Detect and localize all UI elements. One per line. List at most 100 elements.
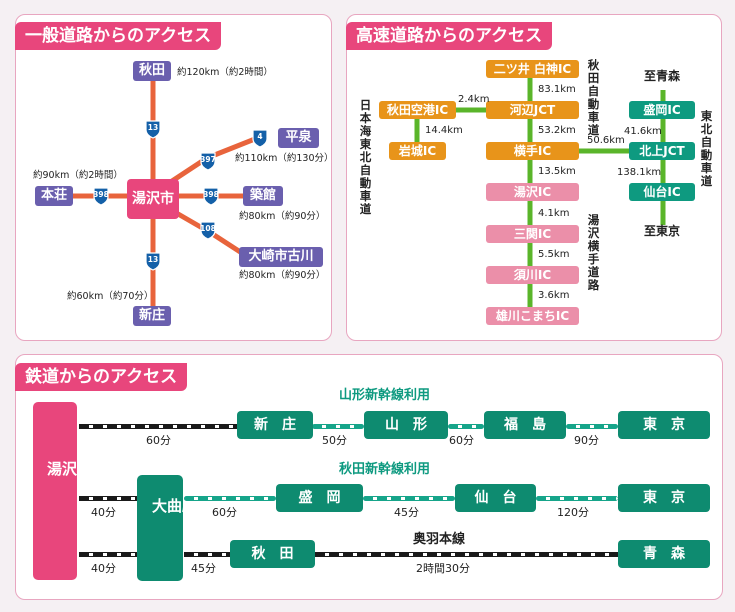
dist-morioka-kitakami: 41.6km (624, 126, 662, 137)
ic-sanseki: 三関IC (486, 225, 579, 243)
station-omagari-label: 大曲駅 (152, 497, 183, 515)
railway-title: 鉄道からのアクセス (15, 363, 188, 391)
station-omagari: 大曲駅 (137, 475, 183, 581)
station-l1-tokyo: 東 京 (618, 411, 710, 439)
rail-l2-c (363, 496, 455, 501)
route-398-west-shield: 398 (92, 186, 110, 206)
rail-l3-a (79, 552, 137, 557)
line2-label: 秋田新幹線利用 (339, 462, 431, 477)
time-l2-0: 40分 (91, 506, 116, 519)
rail-l2-d (536, 496, 618, 501)
station-yuzawa-origin: 湯沢駅 (33, 402, 77, 580)
east-top-label: 至青森 (644, 69, 681, 83)
ic-ogachi-komachi: 雄川こまちIC (486, 307, 579, 325)
rail-l2-a (79, 496, 137, 501)
dist-sukawa-ogachi: 3.6km (538, 290, 570, 301)
time-l3-2: 2時間30分 (416, 562, 470, 575)
dist-kawabe-yokote: 53.2km (538, 125, 576, 136)
station-l1-yamagata: 山 形 (364, 411, 448, 439)
rail-l1-d (566, 424, 618, 429)
time-l1-2: 60分 (449, 434, 474, 447)
dist-futatsui-kawabe: 83.1km (538, 84, 576, 95)
expressway-panel: 高速道路からのアクセス 秋田空港IC 岩城IC 二ツ井 白神IC 河辺JCT 横… (346, 14, 722, 341)
route-13-north-label: 13 (147, 123, 159, 132)
ic-futatsui: 二ツ井 白神IC (486, 60, 579, 78)
road-name-akita: 秋田自動車道 (587, 58, 600, 137)
route-13-south-label: 13 (147, 255, 159, 264)
route-398-west-label: 398 (93, 190, 109, 199)
station-l2-sendai: 仙 台 (455, 484, 536, 512)
rail-l1-b (312, 424, 364, 429)
jct-kawabe: 河辺JCT (486, 101, 579, 119)
dist-airport-kawabe: 2.4km (458, 94, 490, 105)
route-398-east-label: 398 (203, 190, 219, 199)
time-l3-1: 45分 (191, 562, 216, 575)
time-l1-3: 90分 (574, 434, 599, 447)
station-l1-shinjo: 新 庄 (237, 411, 313, 439)
ic-morioka: 盛岡IC (629, 101, 695, 119)
dist-yuzawa-sanseki: 4.1km (538, 208, 570, 219)
jct-kitakami: 北上JCT (629, 142, 695, 160)
general-road-title: 一般道路からのアクセス (15, 22, 222, 50)
route-108-shield: 108 (199, 220, 217, 240)
rail-l3-b (184, 552, 230, 557)
city-honjo: 本荘 (35, 186, 73, 206)
route-13-south-shield: 13 (144, 251, 162, 271)
dist-yokote-yuzawa: 13.5km (538, 166, 576, 177)
station-l3-aomori: 青 森 (618, 540, 710, 568)
rail-l3-c (315, 552, 618, 557)
route-397-label: 397 (200, 155, 216, 164)
time-l3-0: 40分 (91, 562, 116, 575)
road-name-tohoku: 東北自動車道 (700, 109, 713, 188)
expressway-title: 高速道路からのアクセス (346, 22, 553, 50)
city-akita: 秋田 (133, 61, 171, 81)
route-4-label: 4 (257, 132, 263, 141)
route-397-shield: 397 (199, 151, 217, 171)
ic-yokote: 横手IC (486, 142, 579, 160)
distance-hiraizumi: 約110km（約130分） (235, 153, 334, 164)
dist-yokote-kitakami: 50.6km (587, 135, 625, 146)
route-4-shield: 4 (251, 128, 269, 148)
time-l1-1: 50分 (322, 434, 347, 447)
city-shinjo: 新庄 (133, 306, 171, 326)
city-osaki: 大崎市古川 (239, 247, 323, 267)
distance-honjo: 約90km（約2時間） (33, 170, 123, 181)
ic-sukawa: 須川IC (486, 266, 579, 284)
time-l2-3: 120分 (557, 506, 589, 519)
line3-label: 奥羽本線 (413, 532, 466, 547)
distance-osaki: 約80km（約90分） (239, 270, 326, 281)
city-tsukidate: 築館 (243, 186, 283, 206)
rail-l2-b (184, 496, 276, 501)
city-yuzawa-center: 湯沢市 (127, 179, 179, 219)
time-l2-1: 60分 (212, 506, 237, 519)
distance-akita: 約120km（約2時間） (177, 67, 273, 78)
east-bottom-label: 至東京 (644, 224, 681, 238)
ic-iwaki: 岩城IC (389, 142, 446, 160)
dist-sanseki-sukawa: 5.5km (538, 249, 570, 260)
dist-airport-iwaki: 14.4km (425, 125, 463, 136)
station-l1-fukushima: 福 島 (484, 411, 566, 439)
road-ne2 (204, 134, 263, 161)
distance-tsukidate: 約80km（約90分） (239, 211, 326, 222)
station-l2-morioka: 盛 岡 (276, 484, 363, 512)
rail-l1-a (79, 424, 237, 429)
road-name-nihonkai: 日本海東北自動車道 (359, 98, 372, 216)
railway-panel: 鉄道からのアクセス 山形新幹線利用 秋田新幹線利用 奥羽本線 湯沢駅 大曲駅 新… (15, 354, 723, 600)
ic-akita-airport: 秋田空港IC (379, 101, 456, 119)
line1-label: 山形新幹線利用 (339, 388, 431, 403)
time-l2-2: 45分 (394, 506, 419, 519)
route-398-east-shield: 398 (202, 186, 220, 206)
rail-l1-c (448, 424, 484, 429)
station-l3-akita: 秋 田 (230, 540, 315, 568)
route-13-north-shield: 13 (144, 119, 162, 139)
time-l1-0: 60分 (146, 434, 171, 447)
ic-yuzawa: 湯沢IC (486, 183, 579, 201)
route-108-label: 108 (200, 224, 216, 233)
ic-sendai: 仙台IC (629, 183, 695, 201)
distance-shinjo: 約60km（約70分） (67, 291, 154, 302)
station-yuzawa-label: 湯沢駅 (47, 460, 77, 478)
station-l2-tokyo: 東 京 (618, 484, 710, 512)
dist-kitakami-sendai: 138.1km (617, 167, 662, 178)
general-road-panel: 一般道路からのアクセス 秋田 約120km（約2時間） 本荘 約90km（約2時… (15, 14, 334, 341)
road-name-yuzawa-yokote: 湯沢横手道路 (587, 213, 600, 292)
